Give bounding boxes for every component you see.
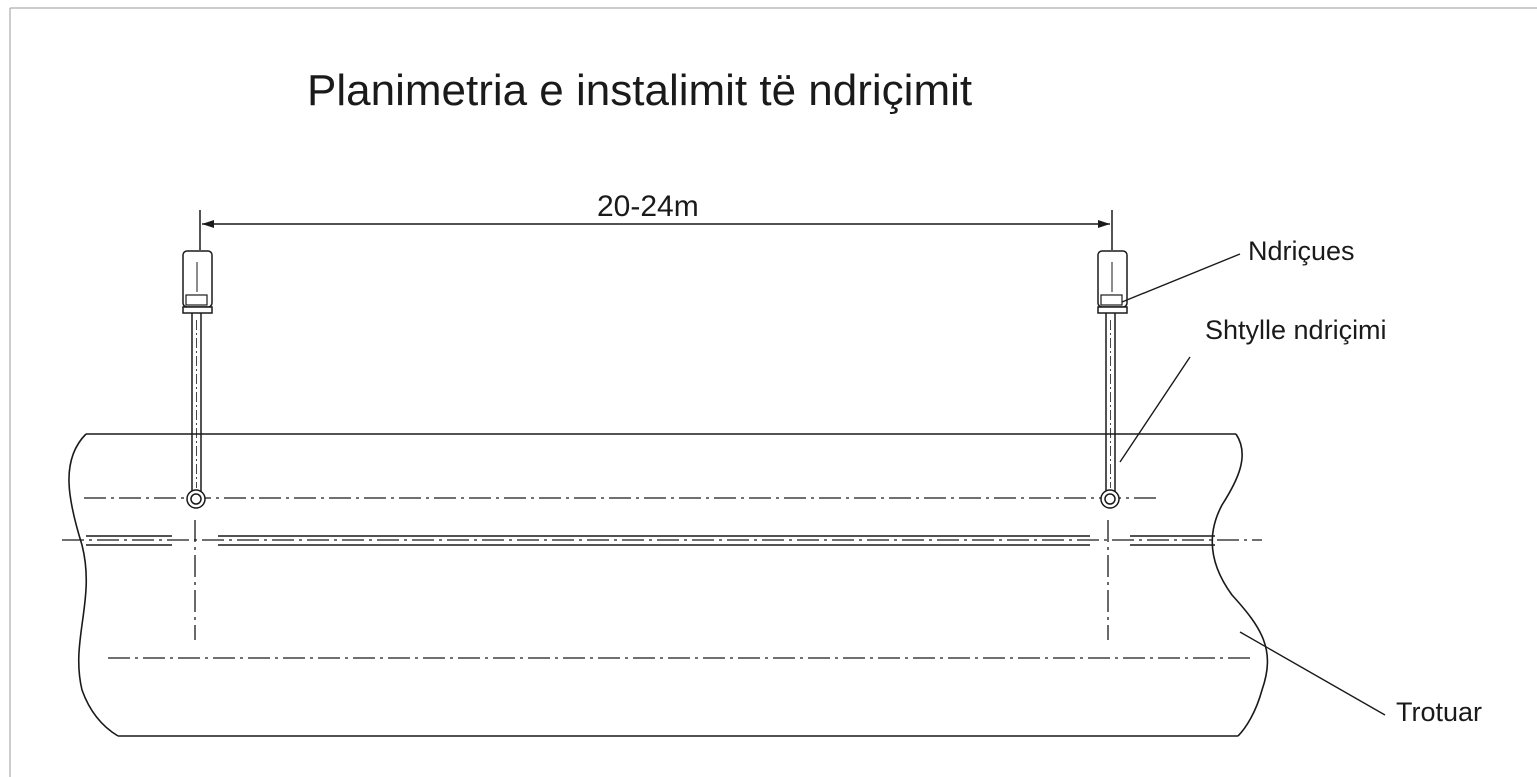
curb-lines: [86, 535, 1215, 546]
centerlines: [62, 497, 1262, 659]
road-outline: [68, 433, 1269, 737]
dimension-line: [199, 210, 1113, 250]
spacing-dimension-label: 20-24m: [597, 190, 699, 223]
luminaire-label: Ndriçues: [1248, 236, 1355, 266]
sheet-frame: [9, 7, 1537, 777]
luminaire-leader: [1121, 253, 1241, 303]
right-light-pole: [1097, 250, 1128, 509]
diagram-title: Planimetria e instalimit të ndriçimit: [307, 66, 973, 115]
sidewalk-label: Trotuar: [1396, 697, 1483, 727]
pole-leader: [1119, 356, 1191, 463]
pole-label: Shtylle ndriçimi: [1205, 315, 1387, 345]
leader-lines: [1119, 253, 1386, 716]
sidewalk-leader: [1239, 631, 1386, 716]
left-light-pole: [182, 250, 213, 509]
